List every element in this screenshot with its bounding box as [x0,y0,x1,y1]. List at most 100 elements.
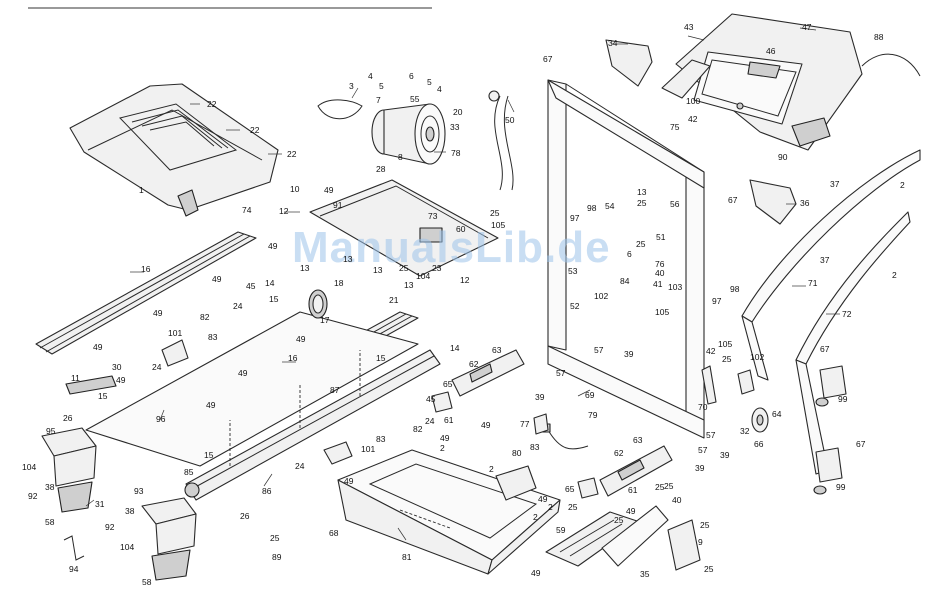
base-tray [337,449,561,575]
drive-motor [371,103,446,165]
callout-97: 97 [712,296,722,306]
callout-71: 71 [808,278,818,288]
callout-49: 49 [440,433,450,443]
callout-3: 3 [349,81,354,91]
callout-49: 49 [481,420,491,430]
callout-81: 81 [402,552,412,562]
callout-69: 69 [585,390,595,400]
callout-57: 57 [556,368,566,378]
callout-87: 87 [330,385,340,395]
callout-30: 30 [112,362,122,372]
power-receptacle [533,413,549,435]
callout-46: 46 [766,46,776,56]
callout-24: 24 [295,461,305,471]
callout-31: 31 [95,499,105,509]
callout-10: 10 [290,184,300,194]
callout-49: 49 [153,308,163,318]
callout-13: 13 [343,254,353,264]
front-adjustment-block [577,477,599,499]
callout-36: 36 [800,198,810,208]
callout-1: 1 [139,185,144,195]
callout-2: 2 [533,512,538,522]
callout-53: 53 [568,266,578,276]
callout-49: 49 [296,334,306,344]
callout-25: 25 [490,208,500,218]
callout-67: 67 [820,344,830,354]
callout-62: 62 [614,448,624,458]
callout-56: 56 [670,199,680,209]
callout-103: 103 [668,282,682,292]
callout-63: 63 [633,435,643,445]
callout-100: 100 [686,96,700,106]
callout-99: 99 [838,394,848,404]
callout-49: 49 [324,185,334,195]
callout-80: 80 [512,448,522,458]
controller-cover [601,505,669,567]
console-bracket-right [749,179,797,225]
callout-25: 25 [614,515,624,525]
callout-67: 67 [728,195,738,205]
transport-wheel [751,407,769,433]
callout-5: 5 [427,77,432,87]
callout-2: 2 [892,270,897,280]
callout-13: 13 [637,187,647,197]
callout-82: 82 [413,424,423,434]
callout-25: 25 [636,239,646,249]
callout-101: 101 [361,444,375,454]
motor-hood [69,83,279,217]
callout-94: 94 [69,564,79,574]
callout-88: 88 [874,32,884,42]
callout-2: 2 [489,464,494,474]
callout-37: 37 [820,255,830,265]
callout-72: 72 [842,309,852,319]
callout-34: 34 [608,38,618,48]
callout-16: 16 [141,264,151,274]
callout-16: 16 [288,353,298,363]
drive-belt [317,99,363,120]
callout-25: 25 [568,502,578,512]
callout-43: 43 [684,22,694,32]
callout-58: 58 [142,577,152,587]
callout-18: 18 [334,278,344,288]
leveling-foot-lower [813,485,827,495]
rear-foot-left [41,427,97,513]
callout-45: 45 [246,281,256,291]
callout-32: 32 [740,426,750,436]
callout-28: 28 [376,164,386,174]
callout-105: 105 [491,220,505,230]
callout-84: 84 [620,276,630,286]
callout-4: 4 [368,71,373,81]
callout-63: 63 [492,345,502,355]
callout-104: 104 [416,271,430,281]
callout-40: 40 [655,268,665,278]
callout-25: 25 [270,533,280,543]
callout-15: 15 [376,353,386,363]
callout-13: 13 [300,263,310,273]
callout-25: 25 [664,481,674,491]
callout-74: 74 [242,205,252,215]
callout-42: 42 [706,346,716,356]
callout-15: 15 [98,391,108,401]
callout-50: 50 [505,115,515,125]
lift-actuator [701,365,717,405]
left-frame-rail [35,231,257,355]
main-frame [184,349,441,501]
callout-58: 58 [45,517,55,527]
callout-93: 93 [134,486,144,496]
callout-104: 104 [22,462,36,472]
rear-roller-cap [323,441,353,465]
callout-83: 83 [208,332,218,342]
callout-98: 98 [730,284,740,294]
callout-15: 15 [204,450,214,460]
callout-41: 41 [653,279,663,289]
callout-57: 57 [706,430,716,440]
callout-23: 23 [432,263,442,273]
callout-67: 67 [856,439,866,449]
callout-39: 39 [720,450,730,460]
callout-104: 104 [120,542,134,552]
callout-61: 61 [628,485,638,495]
callout-12: 12 [279,206,289,216]
callout-40: 40 [672,495,682,505]
leader-lines [85,27,840,541]
callout-39: 39 [695,463,705,473]
